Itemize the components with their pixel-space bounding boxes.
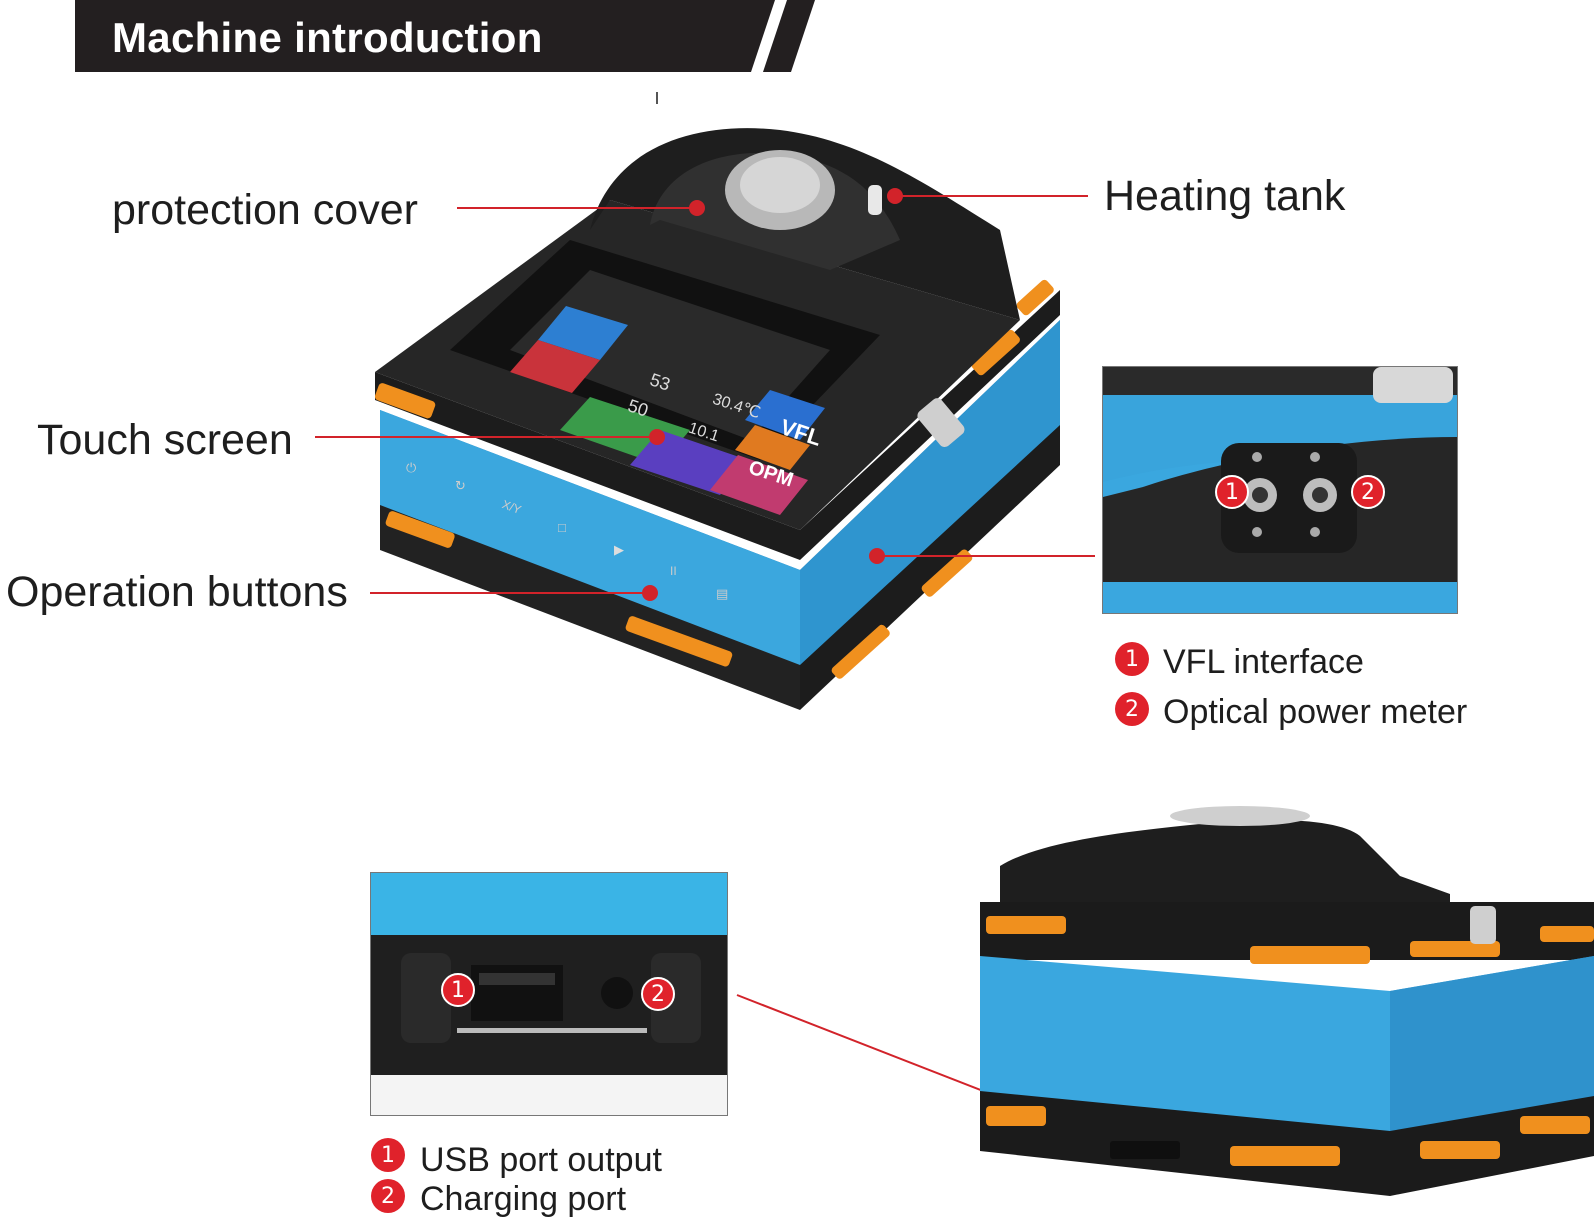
pause-button[interactable]: II [670,564,677,578]
start-button[interactable]: ▶ [614,542,624,557]
legend-badge-charging: 2 [371,1179,405,1213]
page-title: Machine introduction [112,14,543,61]
port-closeup-top [1103,367,1457,613]
legend-badge-vfl: 1 [1115,642,1149,676]
set-button[interactable]: □ [558,520,566,535]
charging-port-marker: 2 [641,977,675,1011]
header-banner [75,0,815,72]
legend-vfl-interface: VFL interface [1163,643,1364,681]
legend-charging-port: Charging port [420,1180,627,1218]
legend-optical-power-meter: Optical power meter [1163,693,1468,731]
opm-port-marker: 2 [1351,475,1385,509]
legend-badge-opm: 2 [1115,692,1149,726]
vfl-opm-port-inset: 1 2 [1102,366,1458,614]
legend-badge-usb: 1 [371,1138,405,1172]
vfl-port-marker: 1 [1215,475,1249,509]
fusion-splicer-illustration [374,128,1060,710]
callout-protection-cover: protection cover [112,186,418,234]
callout-touch-screen: Touch screen [37,416,293,464]
legend-usb-port-output: USB port output [420,1141,662,1179]
divider-tick [656,92,658,104]
usb-charging-port-inset: 1 2 [370,872,728,1116]
usb-port-marker: 1 [441,973,475,1007]
reset-button[interactable]: ↻ [455,478,466,493]
fusion-splicer-side-view [980,806,1594,1196]
callout-operation-buttons: Operation buttons [6,568,348,616]
callout-heating-tank: Heating tank [1104,172,1346,220]
battery-button[interactable]: ▤ [716,586,729,601]
power-button[interactable]: ⏻ [406,460,417,475]
